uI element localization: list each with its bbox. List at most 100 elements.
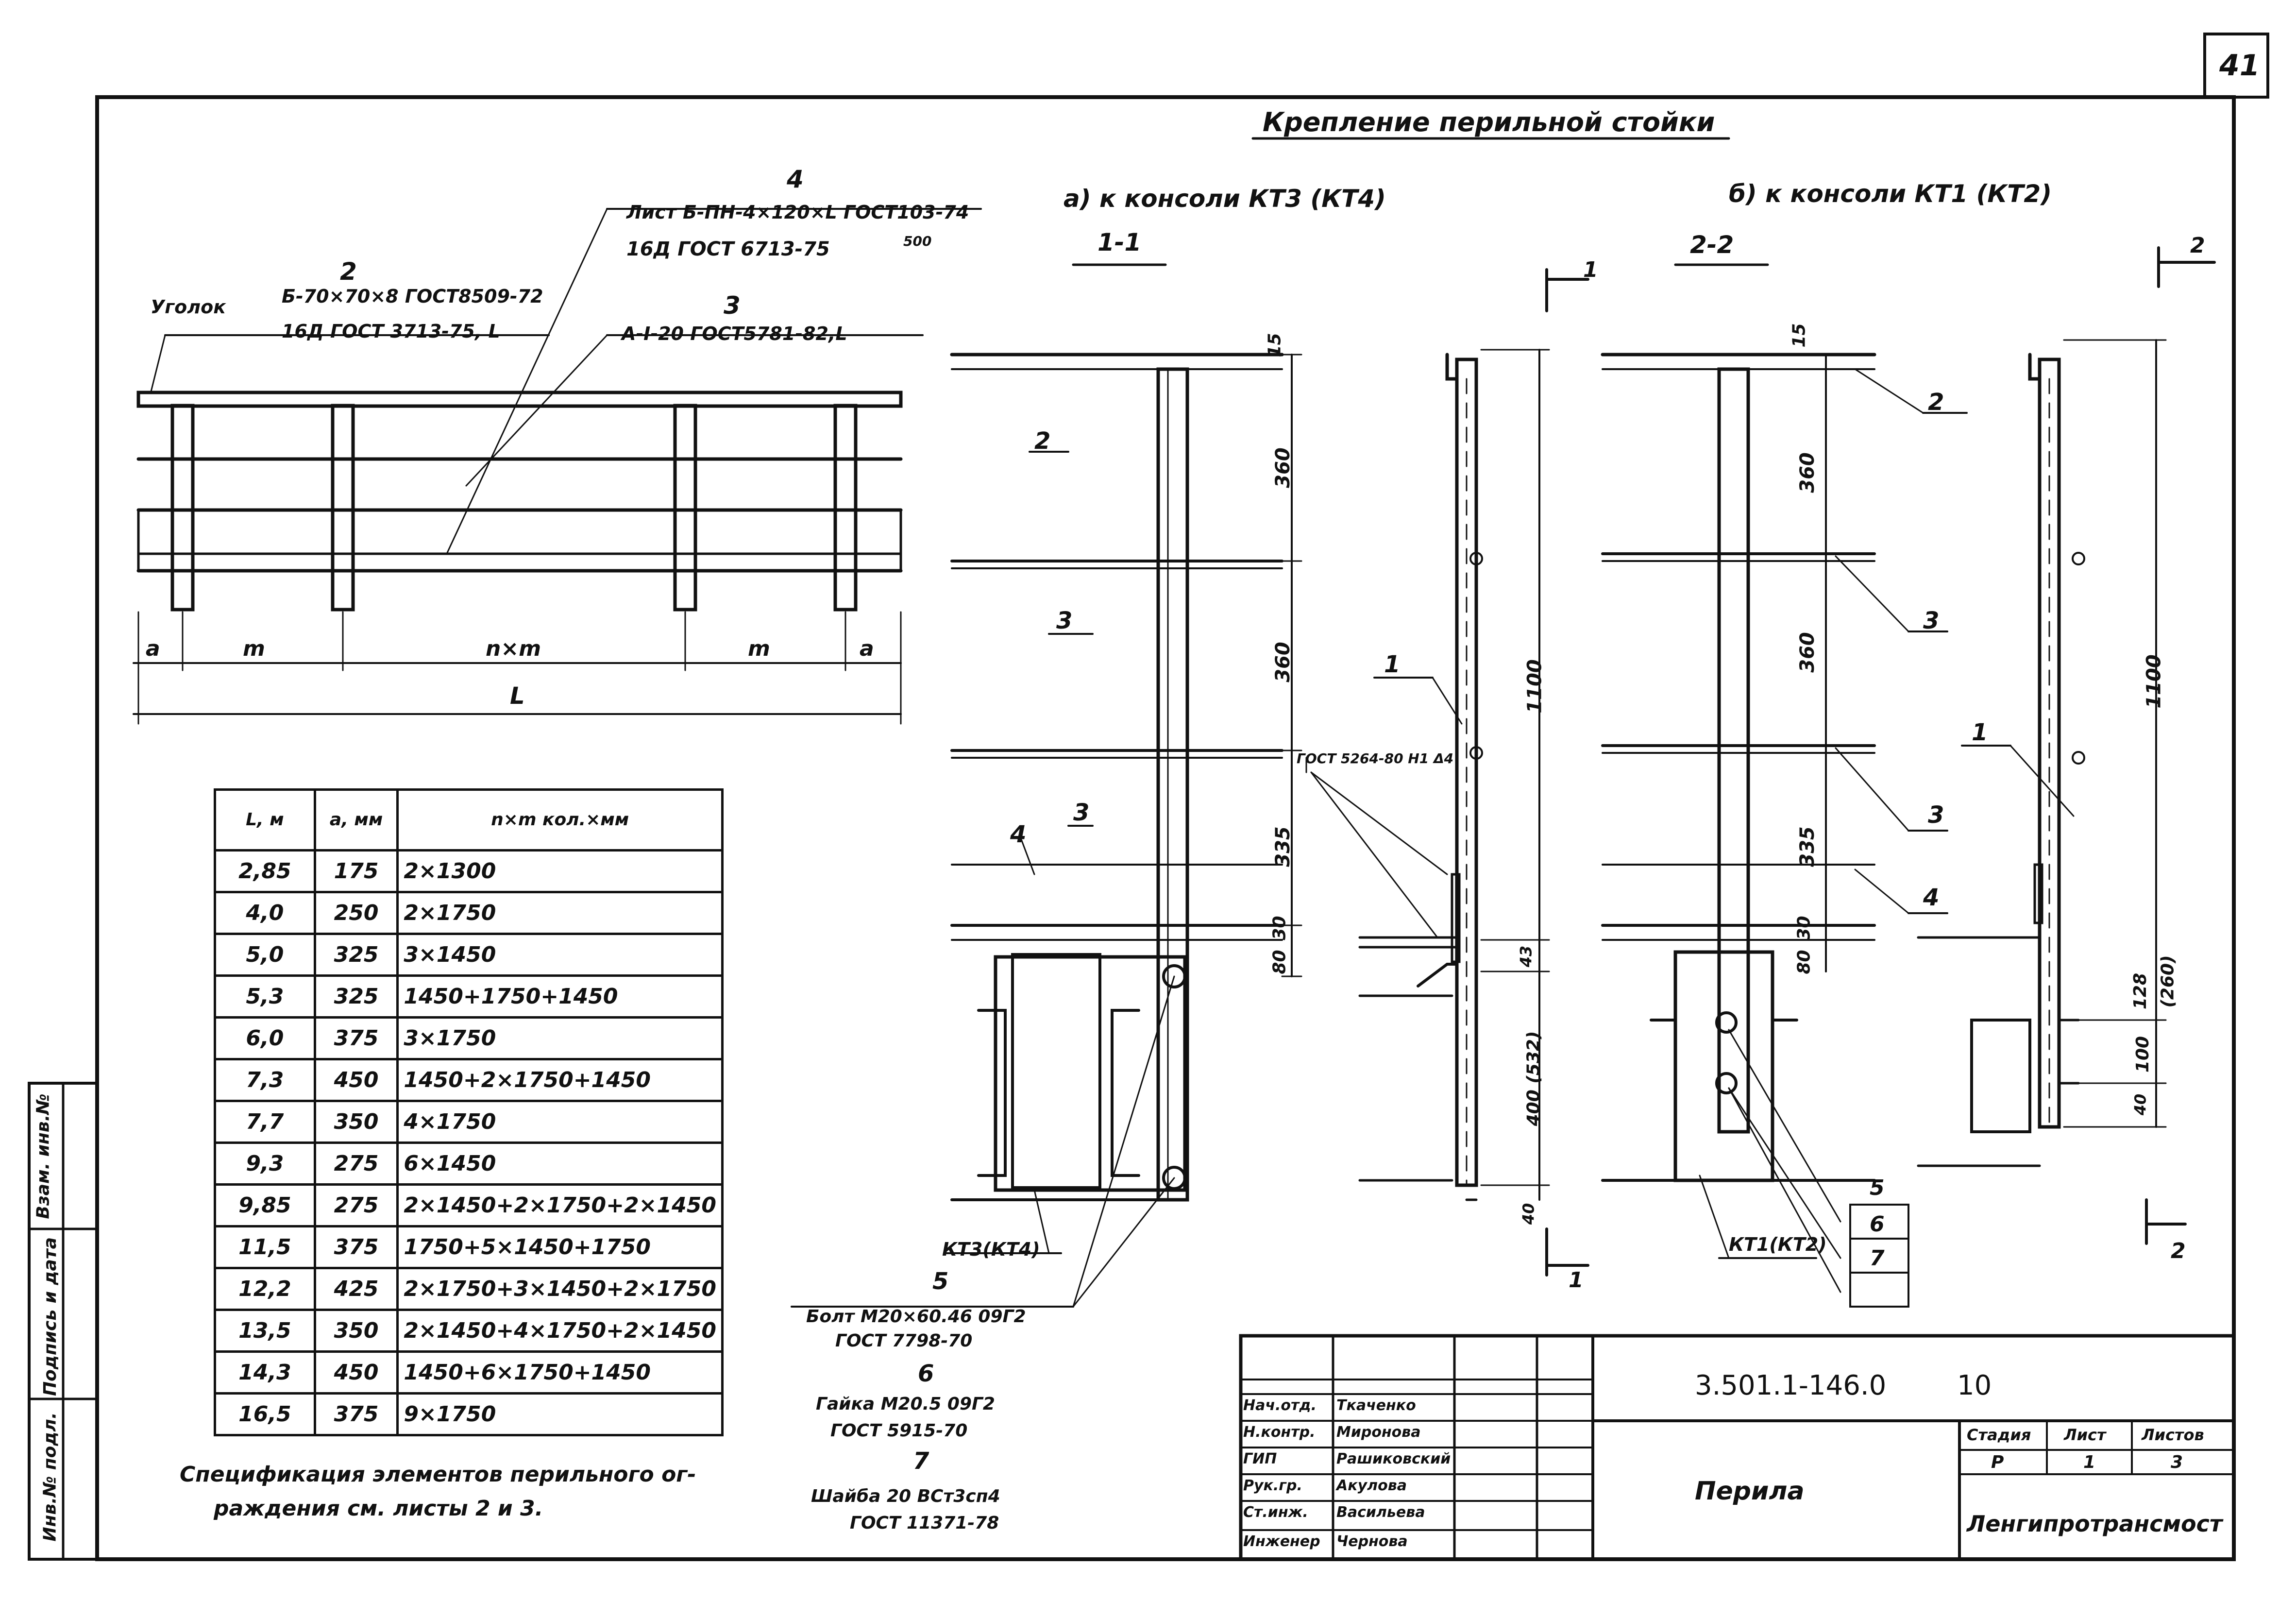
s11-dim-40: 40 <box>1519 1203 1538 1225</box>
spec-cell-L: 5,0 <box>214 933 316 977</box>
tb-organization: Ленгипротрансмост <box>1967 1511 2223 1537</box>
s11-cut-bottom: 1 <box>1569 1268 1584 1293</box>
spec-note-line2: раждения см. листы 2 и 3. <box>214 1496 543 1521</box>
tb-sheets-label: Листов <box>2142 1426 2204 1444</box>
spec-cell-L: 11,5 <box>214 1225 316 1269</box>
callout-4-weld: 500 <box>903 233 932 249</box>
part-6-number: 6 <box>918 1360 934 1387</box>
part-7-number: 7 <box>913 1448 929 1475</box>
spec-cell-L: 2,85 <box>214 849 316 893</box>
s11-dim-335: 335 <box>1271 826 1294 867</box>
s22-part-4: 4 <box>1923 884 1940 911</box>
s22-kt12: КТ1(КТ2) <box>1729 1234 1827 1255</box>
spec-cell-a: 325 <box>313 974 399 1019</box>
s22-cut-bottom: 2 <box>2171 1239 2186 1263</box>
spec-cell-L: 6,0 <box>214 1016 316 1060</box>
s22-part-1: 1 <box>1972 719 1988 746</box>
view-a-caption: а) к консоли КТ3 (КТ4) <box>1064 185 1386 213</box>
callout-3-number: 3 <box>724 291 741 320</box>
spec-cell-a: 275 <box>313 1141 399 1186</box>
tb-person-name: Миронова <box>1336 1424 1421 1441</box>
part-7-line2: ГОСТ 11371-78 <box>850 1513 999 1533</box>
spec-cell-nm: 3×1450 <box>396 933 724 977</box>
spec-cell-a: 350 <box>313 1100 399 1144</box>
spec-header-nm: n×m кол.×мм <box>396 788 724 852</box>
spec-cell-a: 250 <box>313 891 399 935</box>
s11-dim-1100: 1100 <box>1523 659 1546 714</box>
part-7-line1: Шайба 20 ВСт3сп4 <box>811 1486 1000 1506</box>
tb-sheet-label: Лист <box>2064 1426 2106 1444</box>
tb-doc-issue: 10 <box>1957 1370 1992 1401</box>
part-5-line1: Болт М20×60.46 09Г2 <box>806 1307 1026 1327</box>
s22-dim-15: 15 <box>1789 323 1809 348</box>
view-a-section: 1-1 <box>1097 228 1142 256</box>
spec-cell-nm: 6×1450 <box>396 1141 724 1186</box>
callout-4-line2: 16Д ГОСТ 6713-75 <box>626 238 830 260</box>
s22-dim-100: 100 <box>2133 1036 2153 1073</box>
s22-part-2: 2 <box>1928 389 1944 416</box>
spec-cell-L: 16,5 <box>214 1392 316 1436</box>
s22-dim-80: 80 <box>1794 950 1814 974</box>
callout-4-number: 4 <box>787 165 804 193</box>
spec-cell-nm: 1450+6×1750+1450 <box>396 1350 724 1395</box>
tb-sheet-value: 1 <box>2083 1452 2096 1472</box>
s22-part-6: 6 <box>1870 1212 1885 1237</box>
spec-header-a: a, мм <box>313 788 399 852</box>
tb-object-name: Перила <box>1695 1477 1805 1506</box>
s22-dim-1100: 1100 <box>2143 654 2165 709</box>
part-6-line1: Гайка М20.5 09Г2 <box>816 1394 995 1414</box>
spec-cell-nm: 4×1750 <box>396 1100 724 1144</box>
s11-part-4: 4 <box>1010 821 1027 848</box>
s22-dim-360b: 360 <box>1796 632 1819 673</box>
s11-dim-30: 30 <box>1269 916 1290 940</box>
s11-part-3a: 3 <box>1056 607 1073 634</box>
s22-dim-360a: 360 <box>1796 452 1819 493</box>
s11-dim-360b: 360 <box>1271 642 1294 682</box>
sheet-number-box <box>2203 33 2269 99</box>
title-block-lines <box>1239 1334 2236 1561</box>
railing-elevation <box>133 208 982 725</box>
tb-person-name: Васильева <box>1336 1504 1425 1521</box>
s22-dim-335: 335 <box>1796 826 1819 867</box>
spec-cell-nm: 1450+1750+1450 <box>396 974 724 1019</box>
tb-doc-code: 3.501.1-146.0 <box>1695 1370 1887 1401</box>
dim-nm: n×m <box>486 636 541 661</box>
spec-cell-L: 12,2 <box>214 1267 316 1311</box>
section-2-2-side <box>1917 246 2216 1245</box>
callout-3-line1: А-I-20 ГОСТ5781-82,L <box>622 323 847 344</box>
section-1-1-side <box>1305 268 1589 1277</box>
left-strip-inv: Инв.№ подл. <box>40 1412 60 1542</box>
callout-2-number: 2 <box>340 257 357 286</box>
spec-cell-L: 5,3 <box>214 974 316 1019</box>
spec-cell-a: 450 <box>313 1058 399 1102</box>
s22-part-3a: 3 <box>1923 607 1940 634</box>
spec-cell-L: 13,5 <box>214 1309 316 1353</box>
main-title: Крепление перильной стойки <box>1263 107 1715 137</box>
dim-m-left: m <box>243 636 265 661</box>
spec-cell-a: 275 <box>313 1183 399 1227</box>
spec-cell-nm: 2×1750+3×1450+2×1750 <box>396 1267 724 1311</box>
callout-2-line2: 16Д ГОСТ 3713-75, L <box>282 321 500 342</box>
tb-role: Н.контр. <box>1243 1424 1316 1441</box>
s11-cut-top: 1 <box>1583 257 1598 282</box>
spec-cell-L: 9,3 <box>214 1141 316 1186</box>
s22-part-3b: 3 <box>1928 801 1944 829</box>
callout-2-line1: Б-70×70×8 ГОСТ8509-72 <box>282 286 543 307</box>
sheet-frame <box>95 95 2236 1561</box>
s22-dim-40: 40 <box>2131 1093 2150 1116</box>
dim-a-right: a <box>860 636 874 661</box>
spec-cell-nm: 2×1450+4×1750+2×1450 <box>396 1309 724 1353</box>
s11-dim-80: 80 <box>1269 950 1290 974</box>
dim-L: L <box>510 682 525 710</box>
spec-cell-nm: 1750+5×1450+1750 <box>396 1225 724 1269</box>
spec-cell-nm: 1450+2×1750+1450 <box>396 1058 724 1102</box>
tb-role: Ст.инж. <box>1243 1504 1308 1521</box>
